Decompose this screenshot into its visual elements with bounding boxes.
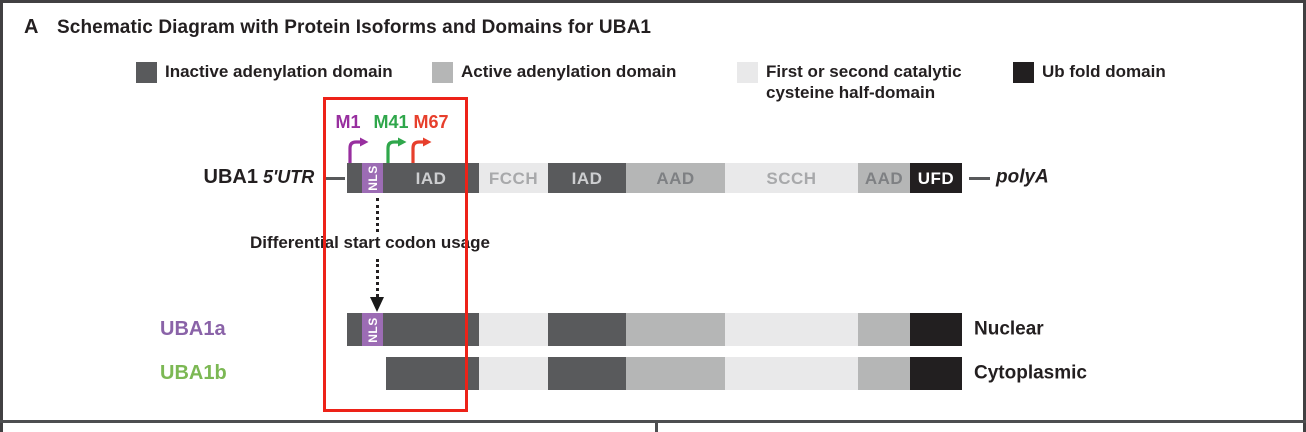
panel-bottom-divider xyxy=(0,420,1306,423)
polya-dash xyxy=(969,177,990,180)
frame-left-border xyxy=(0,0,3,432)
legend-item-active: Active adenylation domain xyxy=(432,61,676,83)
domain-segment-scch-uba1b xyxy=(725,357,858,390)
localization-label-cytoplasmic: Cytoplasmic xyxy=(974,362,1087,384)
nls-band-uba1a: NLS xyxy=(362,313,383,346)
legend-label-line1: Inactive adenylation domain xyxy=(165,62,393,81)
legend-item-ubfold: Ub fold domain xyxy=(1013,61,1166,83)
domain-label-scch: SCCH xyxy=(766,169,817,188)
domain-segment-aad-mrna xyxy=(858,163,910,193)
domain-segment-aad-mrna xyxy=(626,163,725,193)
dotted-arrow-head-icon xyxy=(370,297,384,312)
domain-segment-ufd-mrna xyxy=(910,163,962,193)
legend-swatch-catalytic-icon xyxy=(737,62,758,83)
domain-segment-ufd-uba1b xyxy=(910,357,962,390)
lower-panel-vertical-divider xyxy=(655,423,658,432)
utr5-label: 5'UTR xyxy=(263,167,315,188)
domain-label-iad: IAD xyxy=(571,169,603,188)
start-codon-arrow-icon-m41 xyxy=(386,137,409,169)
legend-swatch-ubfold-icon xyxy=(1013,62,1034,83)
frame-right-border xyxy=(1303,0,1306,432)
bar-name-uba1b: UBA1b xyxy=(160,361,227,384)
panel-title: Schematic Diagram with Protein Isoforms … xyxy=(57,17,652,38)
domain-segment-fcch-uba1b xyxy=(479,357,548,390)
dotted-arrow-lower-segment xyxy=(376,259,379,297)
start-codon-arrow-icon-m1 xyxy=(348,137,371,169)
legend-swatch-active-icon xyxy=(432,62,453,83)
legend-label-line2: cysteine half-domain xyxy=(766,83,936,102)
legend-label: Inactive adenylation domain xyxy=(165,61,393,82)
legend-label-line1: Ub fold domain xyxy=(1042,62,1166,81)
domain-segment-iad-mrna xyxy=(548,163,626,193)
domain-segment-iad-uba1b xyxy=(386,357,479,390)
frame-top-border xyxy=(0,0,1306,3)
bar-name-mrna: UBA1 xyxy=(203,166,258,189)
domain-segment-scch-mrna xyxy=(725,163,858,193)
domain-label-iad: IAD xyxy=(415,169,447,188)
annotation-differential-start-codon: Differential start codon usage xyxy=(247,233,493,253)
localization-label-nuclear: Nuclear xyxy=(974,318,1044,340)
domain-segment-aad-uba1a xyxy=(626,313,725,346)
domain-segment-aad-uba1b xyxy=(858,357,910,390)
domain-segment-ufd-uba1a xyxy=(910,313,962,346)
legend-label: First or second catalytic cysteine half-d… xyxy=(766,61,962,103)
start-codon-arrow-icon-m67 xyxy=(411,137,434,169)
legend-label-line1: Active adenylation domain xyxy=(461,62,677,81)
legend-label: Ub fold domain xyxy=(1042,61,1166,82)
polya-label: polyA xyxy=(996,166,1049,188)
domain-segment-scch-uba1a xyxy=(725,313,858,346)
dotted-arrow-upper-segment xyxy=(376,198,379,232)
domain-label-ufd: UFD xyxy=(917,169,955,188)
panel-letter: A xyxy=(24,16,39,38)
nls-region-highlight-box xyxy=(323,97,468,412)
domain-label-aad: AAD xyxy=(656,169,695,188)
domain-segment-fcch-mrna xyxy=(479,163,548,193)
start-codon-label-m41: M41 xyxy=(373,112,409,132)
domain-label-aad: AAD xyxy=(864,169,904,188)
legend-item-inactive: Inactive adenylation domain xyxy=(136,61,393,83)
start-codon-label-m1: M1 xyxy=(335,112,361,132)
legend-swatch-inactive-icon xyxy=(136,62,157,83)
legend-label: Active adenylation domain xyxy=(461,61,676,82)
domain-segment-iad-uba1b xyxy=(548,357,626,390)
domain-segment-iad-uba1a xyxy=(548,313,626,346)
start-codon-label-m67: M67 xyxy=(413,112,449,132)
domain-segment-aad-uba1b xyxy=(626,357,725,390)
legend-label-line1: First or second catalytic xyxy=(766,62,962,81)
domain-segment-fcch-uba1a xyxy=(479,313,548,346)
domain-segment-aad-uba1a xyxy=(858,313,910,346)
legend-item-catalytic: First or second catalytic cysteine half-d… xyxy=(737,61,962,103)
nls-band-mrna: NLS xyxy=(362,163,383,193)
bar-name-uba1a: UBA1a xyxy=(160,317,226,340)
utr-dash xyxy=(324,177,345,180)
domain-label-fcch: FCCH xyxy=(488,169,539,188)
